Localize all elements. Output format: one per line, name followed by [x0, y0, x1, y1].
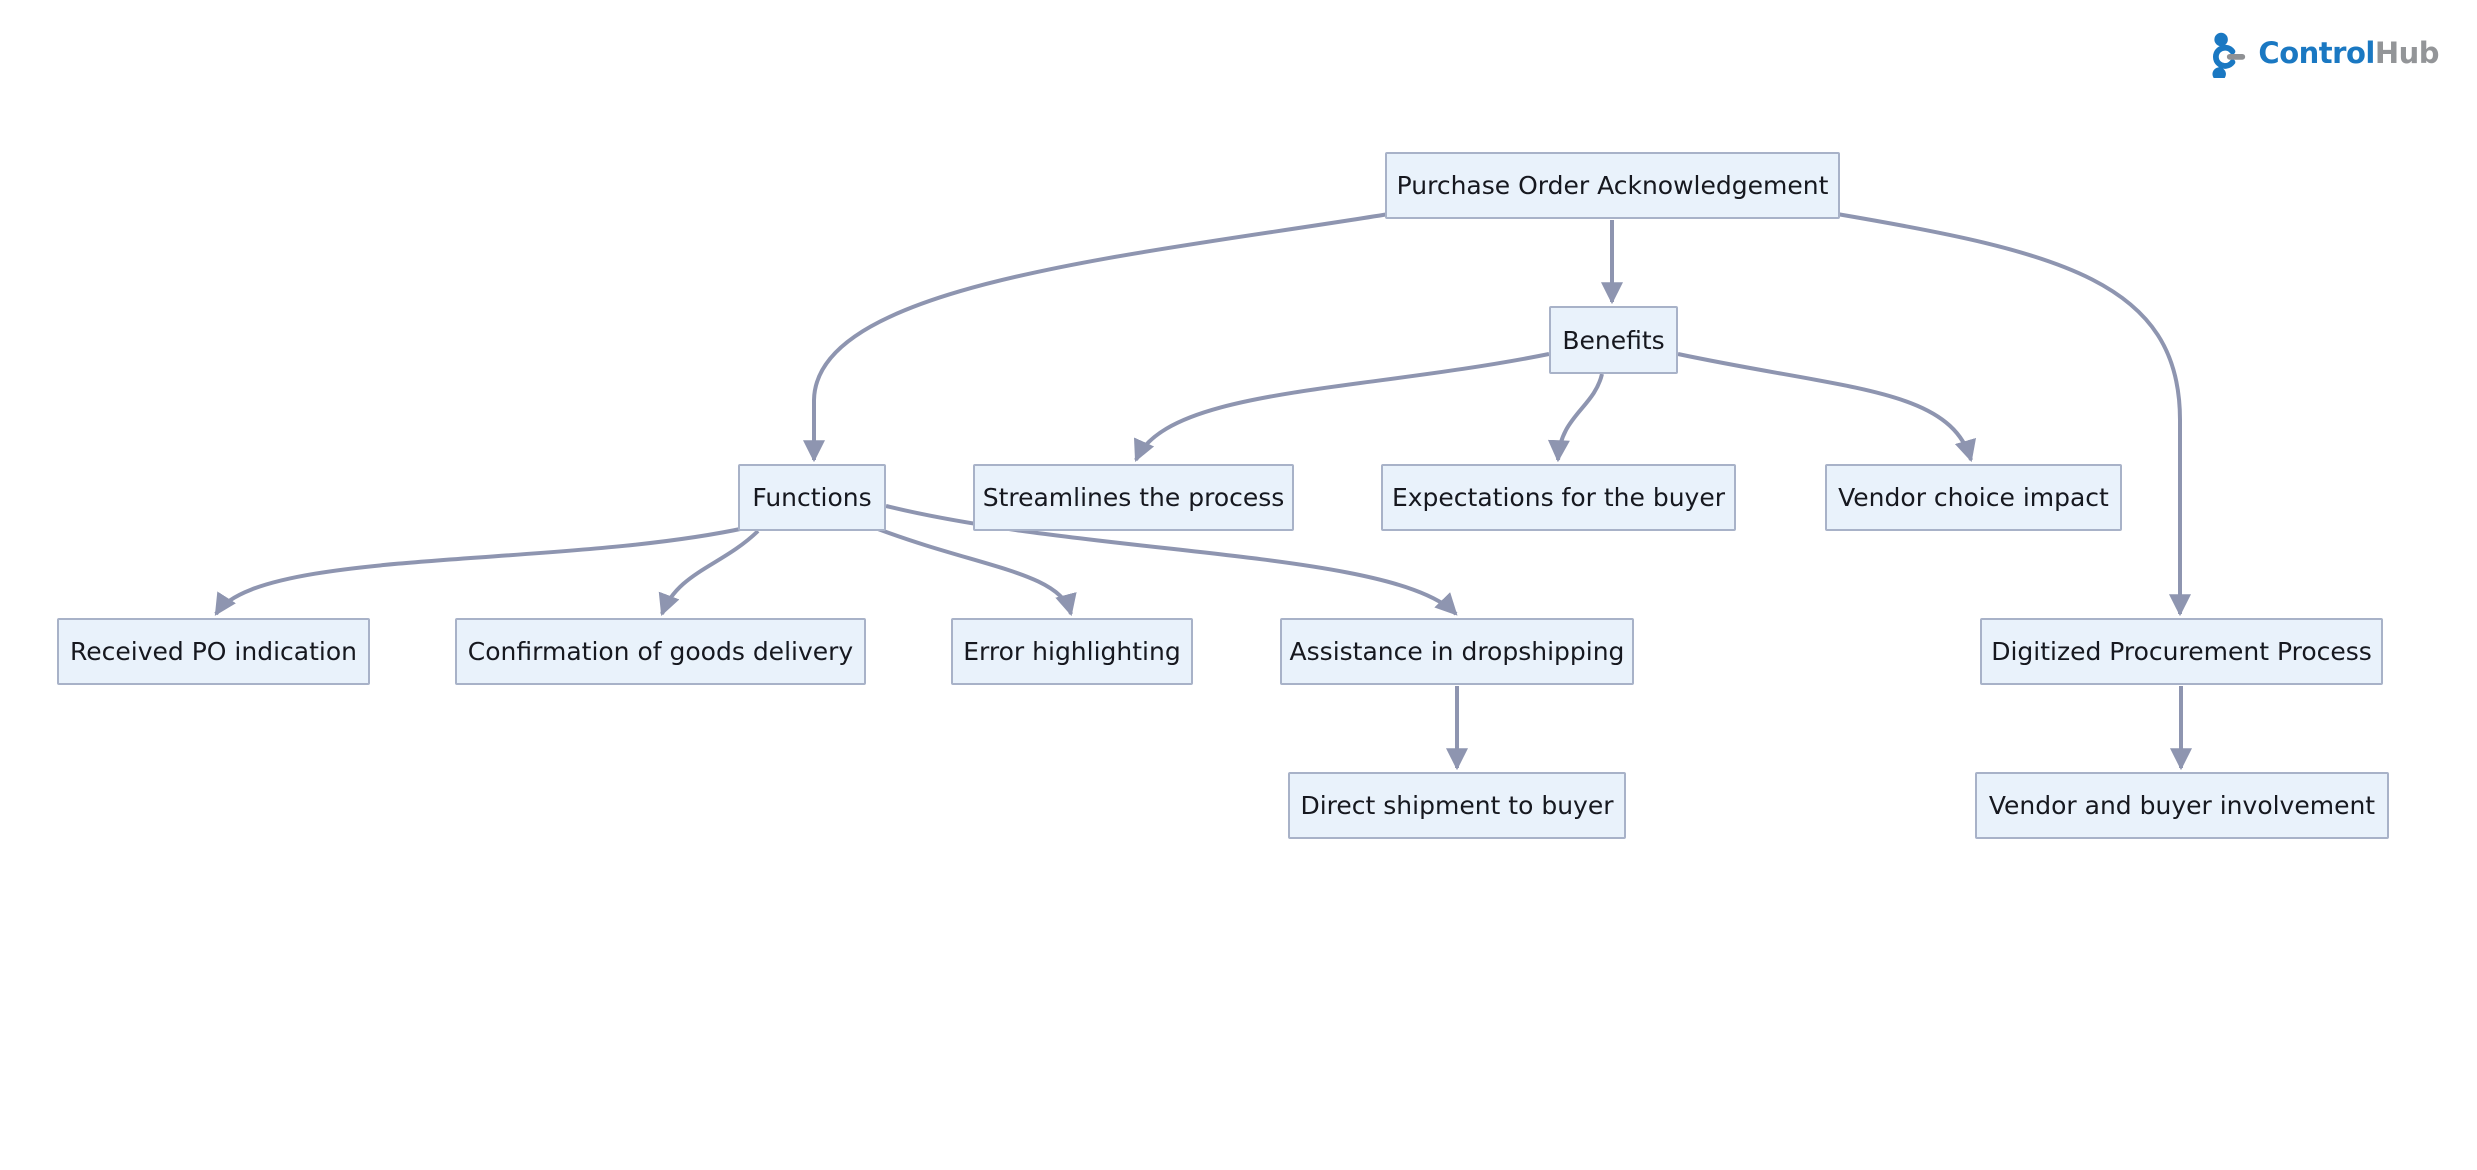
diagram-node-streamlines: Streamlines the process — [973, 464, 1294, 531]
diagram-node-received_po: Received PO indication — [57, 618, 370, 685]
edge-functions-to-received_po — [214, 526, 746, 616]
diagram-node-expectations: Expectations for the buyer — [1381, 464, 1736, 531]
diagram-node-functions: Functions — [738, 464, 886, 531]
diagram-node-vendor_buyer: Vendor and buyer involvement — [1975, 772, 2389, 839]
controlhub-logo: ControlHub — [2199, 28, 2440, 78]
diagram-node-vendor_choice: Vendor choice impact — [1825, 464, 2122, 531]
logo-wordmark: ControlHub — [2258, 36, 2439, 70]
edge-benefits-to-vendor_choice — [1677, 352, 1976, 463]
logo-text-control: Control — [2258, 36, 2375, 70]
logo-text-hub: Hub — [2374, 36, 2440, 70]
edge-benefits-to-streamlines — [1134, 352, 1550, 463]
diagram-node-confirmation: Confirmation of goods delivery — [455, 618, 866, 685]
diagram-node-error_highlight: Error highlighting — [951, 618, 1193, 685]
diagram-node-assistance: Assistance in dropshipping — [1280, 618, 1634, 685]
diagram-node-digitized: Digitized Procurement Process — [1980, 618, 2383, 685]
edge-poa-to-digitized — [1836, 212, 2191, 617]
diagram-node-benefits: Benefits — [1549, 306, 1678, 374]
edge-benefits-to-expectations — [1547, 373, 1604, 463]
diagram-node-direct_shipment: Direct shipment to buyer — [1288, 772, 1626, 839]
diagram-node-poa: Purchase Order Acknowledgement — [1385, 152, 1840, 219]
hub-molecule-icon — [2212, 32, 2246, 78]
edge-functions-to-error_highlight — [877, 527, 1077, 617]
edge-functions-to-confirmation — [658, 529, 760, 617]
edge-poa-to-functions — [803, 212, 1390, 463]
